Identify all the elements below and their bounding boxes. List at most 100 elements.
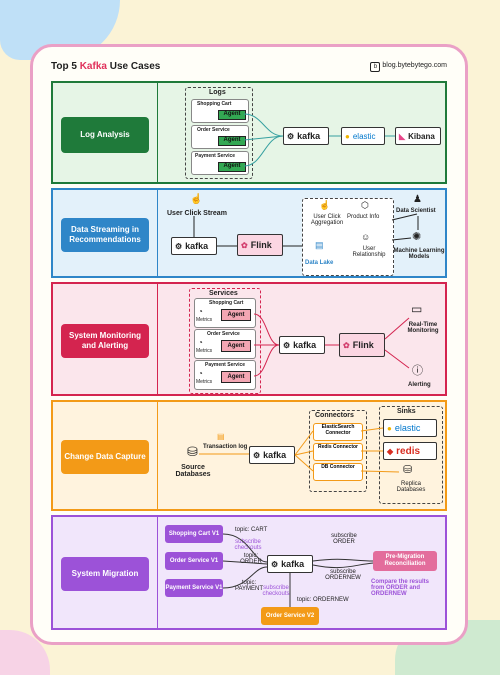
mon-metrics-order: Metrics [196,348,213,354]
kibana-icon: ◣ [399,131,406,141]
order-service-v1: Order Service V1 [165,552,223,570]
lake-icon: ▤ [315,240,324,250]
kafka-icon: ⚙ [253,450,261,460]
ml-icon: ✺ [412,231,422,243]
row-system-monitoring: System Monitoring and Alerting Services … [51,282,447,396]
stream-kafka: ⚙kafka [171,237,217,255]
click-stream-label: User Click Stream [167,210,227,217]
gauge-icon: ◔ [198,369,203,378]
realtime-monitoring-label: Real-Time Monitoring [407,322,439,334]
compare-results-label: Compare the results from ORDER and ORDER… [371,579,430,597]
mon-metrics-cart: Metrics [196,317,213,323]
ml-models-label: Machine Learning Models [393,248,445,260]
sinks-title: Sinks [397,408,416,415]
data-streaming-label: Data Streaming in Recommendations [61,218,149,252]
mon-agent-order: Agent [221,340,251,352]
migration-arrows [222,533,374,607]
row-log-analysis: Log Analysis Logs Shopping Cart Agent Or… [51,81,447,184]
row-system-migration: System Migration Shopping Cart V1 Order … [51,515,447,630]
log-service-order-label: Order Service [197,127,230,133]
cdc-label: Change Data Capture [61,440,149,474]
monitor-arrows [253,313,410,377]
row-data-streaming: Data Streaming in Recommendations ☝ User… [51,188,447,278]
txlog-label: Transaction log [203,444,248,450]
connectors-title: Connectors [315,412,354,419]
system-monitoring-label: System Monitoring and Alerting [61,324,149,358]
pre-migration-reconciliation: Pre-Migration Reconciliation [373,551,437,571]
subscribe-order-label: subscribe ORDER [331,533,357,545]
source-db-label: Source Databases [175,464,211,478]
gauge-icon: ◔ [198,338,203,347]
stream-arrows [193,213,419,247]
data-lake-group [302,198,394,276]
topic-ordernew-label: topic: ORDERNEW [297,597,349,603]
topic-payment-label: topic: PAYMENT [234,580,264,592]
system-migration-label: System Migration [61,557,149,591]
sink-elastic: ●elastic [383,419,437,437]
alerting-label: Alerting [408,382,431,388]
monitor-flink: ✿Flink [339,333,385,357]
stream-flink: ✿Flink [237,234,283,256]
log-agent-order: Agent [218,136,246,146]
log-elastic: ●elastic [341,127,385,145]
mon-agent-cart: Agent [221,309,251,321]
row-divider [157,190,158,276]
topic-cart-label: topic: CART [235,527,268,533]
logs-group [185,87,253,179]
subscribe-checkouts-label: subscribe checkouts [234,539,262,551]
scientist-icon: ♟ [413,194,422,205]
sinks-group [379,406,443,504]
shopping-cart-v1: Shopping Cart V1 [165,525,223,543]
row-divider [157,517,158,628]
log-service-payment-label: Payment Service [195,153,236,159]
gauge-icon: ◔ [198,307,203,316]
alert-icon: ⓘ [412,365,423,377]
subscribe-checkouts-v2-label: subscribe checkouts [262,585,290,597]
sink-redis: ◆redis [383,442,437,460]
mon-service-payment-label: Payment Service [205,362,246,368]
connector-redis: Redis Connector [313,443,363,461]
elastic-icon: ● [387,423,392,433]
row-divider [157,284,158,394]
bytebytego-icon: b [370,62,381,72]
log-arrows [243,113,395,167]
log-agent-cart: Agent [218,110,246,120]
product-info-label: Product Info [347,214,380,220]
log-kafka: ⚙kafka [283,127,329,145]
log-service-cart-label: Shopping Cart [197,101,232,107]
order-service-v2: Order Service V2 [261,607,319,625]
kafka-icon: ⚙ [271,559,279,569]
page-title: Top 5 Kafka Use Cases [51,61,161,72]
database-icon: ⛁ [187,444,198,459]
cdc-arrows [199,427,400,473]
row-divider [157,83,158,182]
row-divider [157,402,158,509]
kafka-icon: ⚙ [175,241,183,251]
data-scientist-label: Data Scientist [396,208,436,214]
cdc-kafka: ⚙kafka [249,446,295,464]
payment-service-v1: Payment Service V1 [165,579,223,597]
row-change-data-capture: Change Data Capture ⛁ Source Databases ▤… [51,400,447,511]
click-icon: ☝ [190,194,203,205]
relationship-label: User Relationship [352,246,386,258]
connector-db: DB Connector [313,463,363,481]
monitor-screen-icon: ▭ [411,302,423,316]
flink-icon: ✿ [343,340,350,350]
replica-db-label: Replica Databases [396,481,426,493]
services-group-title: Services [209,290,238,297]
mon-service-cart-label: Shopping Cart [209,300,244,306]
topic-order-label: topic: ORDER [240,553,262,565]
txlog-icon: ▤ [217,432,225,441]
services-group [189,288,261,394]
migration-kafka: ⚙kafka [267,555,313,573]
redis-icon: ◆ [387,446,394,456]
log-kibana: ◣Kibana [395,127,441,145]
elastic-icon: ● [345,131,350,141]
replica-db-icon: ⛁ [403,464,413,476]
mon-metrics-payment: Metrics [196,379,213,385]
subscribe-ordernew-label: subscribe ORDERNEW [325,569,361,581]
log-agent-payment: Agent [218,162,246,172]
